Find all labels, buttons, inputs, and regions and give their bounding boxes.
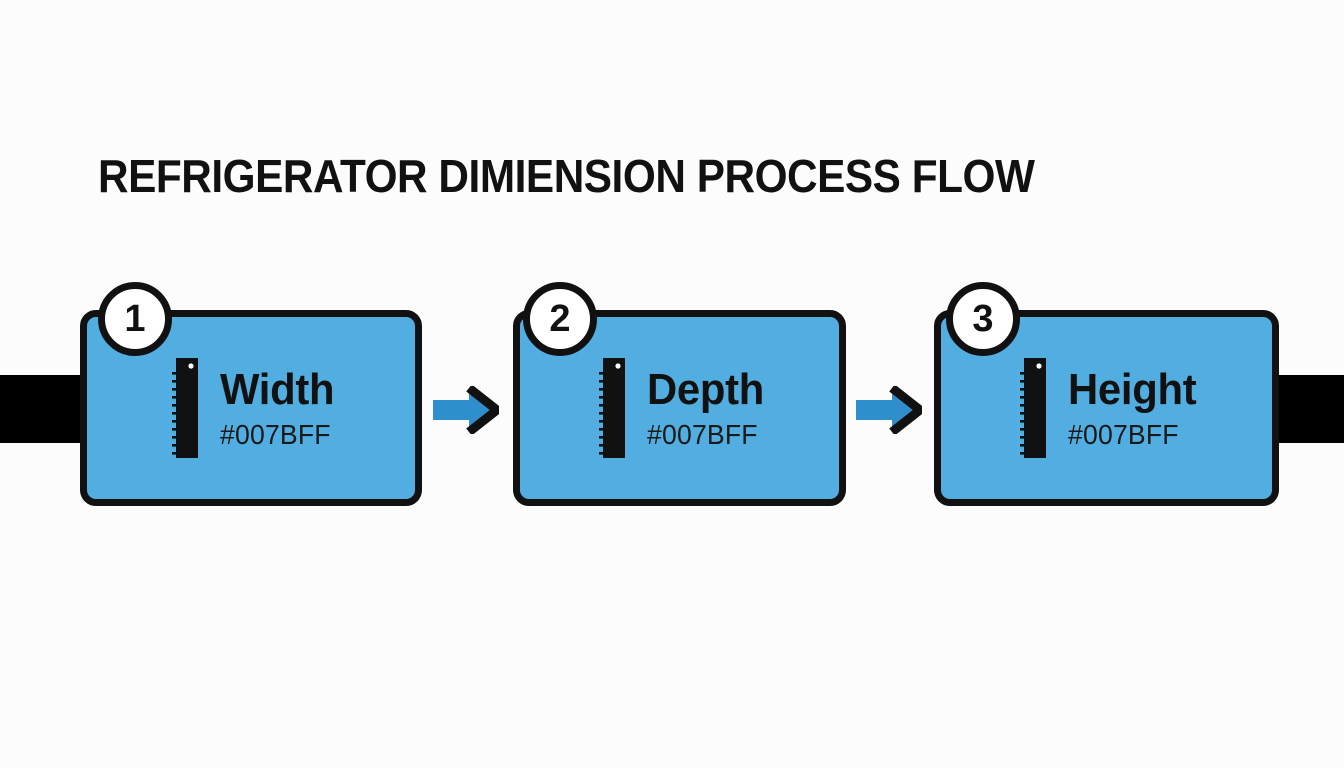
step-2-label: Depth xyxy=(646,364,764,414)
step-2-sublabel: #007BFF xyxy=(646,418,758,450)
step-1-label: Width xyxy=(219,364,335,414)
step-3-label: Height xyxy=(1067,364,1197,414)
arrow-right-icon xyxy=(856,386,922,434)
page-title: REFRIGERATOR DIMIENSION PROCESS FLOW xyxy=(98,150,1035,202)
step-1-sublabel: #007BFF xyxy=(219,418,331,450)
step-1-number-badge: 1 xyxy=(98,282,172,356)
step-3-content: Height #007BFF xyxy=(941,358,1272,458)
step-3-number-badge: 3 xyxy=(946,282,1020,356)
flow-rail-left xyxy=(0,375,90,443)
step-2-text: Depth #007BFF xyxy=(646,364,770,450)
step-2-number-badge: 2 xyxy=(523,282,597,356)
ruler-icon xyxy=(171,358,198,458)
ruler-icon xyxy=(1019,358,1046,458)
step-3-sublabel: #007BFF xyxy=(1067,418,1179,450)
step-3-text: Height #007BFF xyxy=(1067,364,1203,450)
arrow-right-icon xyxy=(433,386,499,434)
step-1-text: Width #007BFF xyxy=(219,364,340,450)
step-2-content: Depth #007BFF xyxy=(520,358,839,458)
step-1-content: Width #007BFF xyxy=(87,358,415,458)
ruler-icon xyxy=(598,358,625,458)
